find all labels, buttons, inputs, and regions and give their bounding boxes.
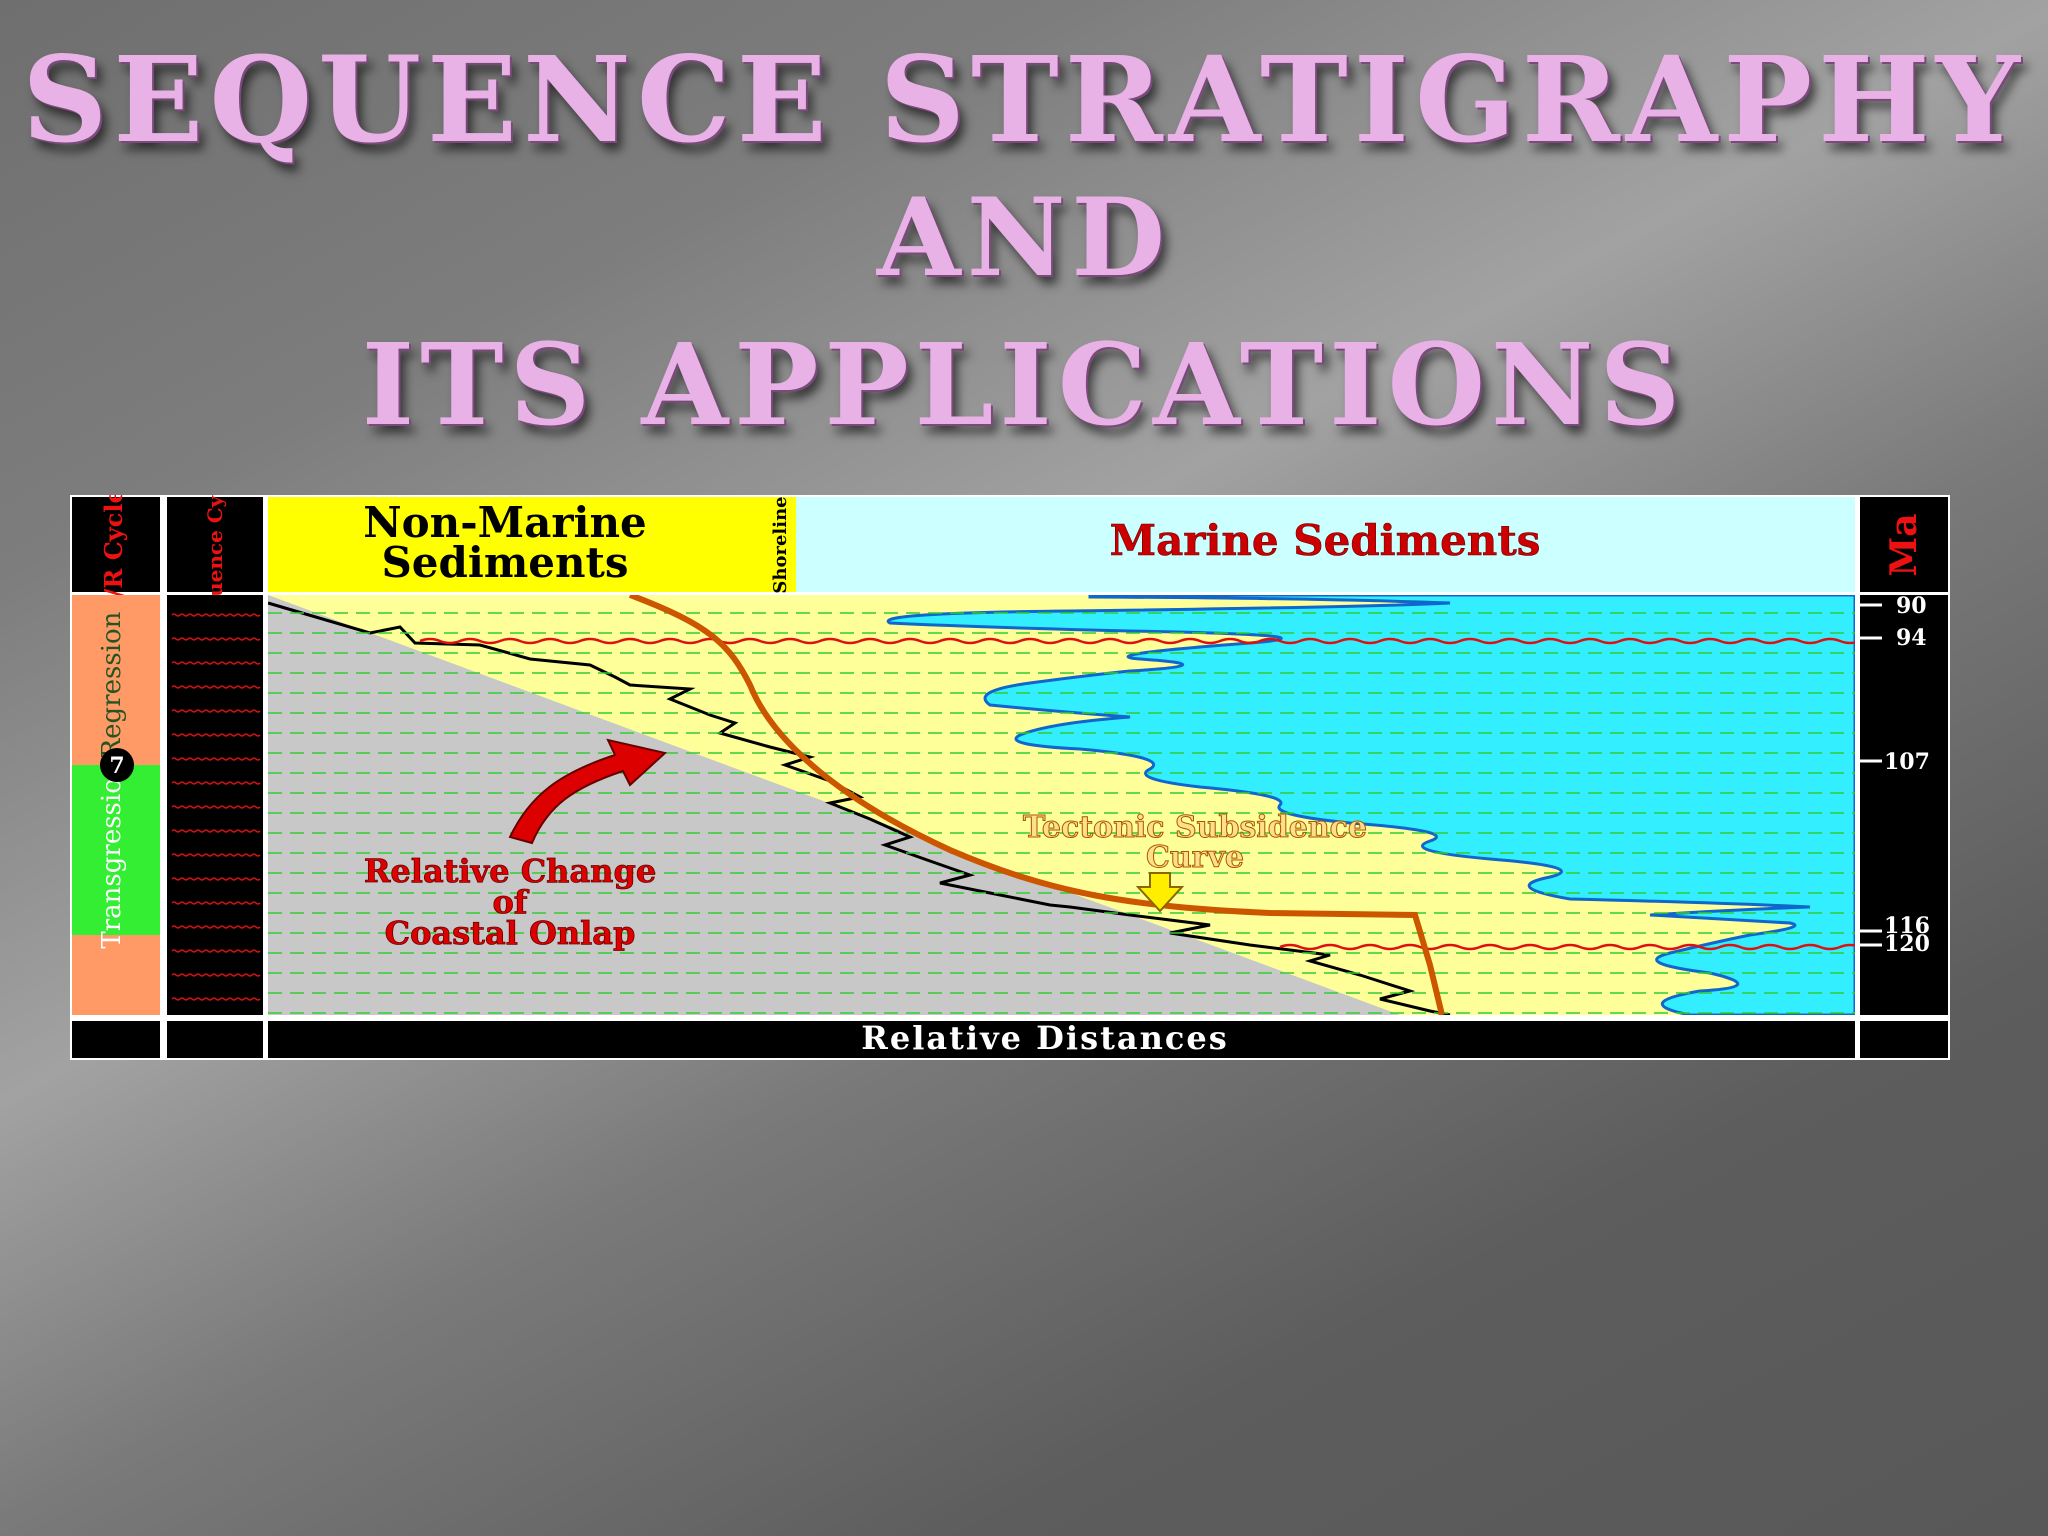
slide-title-line-2: AND bbox=[876, 175, 1172, 301]
ma-label: Ma bbox=[1883, 513, 1925, 576]
subsidence-annotation-line-1: Tectonic Subsidence bbox=[1023, 810, 1367, 845]
ma-tick-94: 94 bbox=[1860, 625, 1927, 651]
onlap-annotation-line-2: of bbox=[492, 883, 529, 921]
cycle-number: 7 bbox=[109, 753, 124, 779]
sequence-boundary-marks bbox=[171, 613, 261, 1001]
ma-tick-label: 90 bbox=[1896, 593, 1927, 619]
sequence-boundary-mark bbox=[171, 949, 261, 953]
sequence-boundary-mark bbox=[171, 757, 261, 761]
sequence-boundary-mark bbox=[171, 829, 261, 833]
non-marine-label-2: Sediments bbox=[381, 538, 628, 587]
onlap-annotation-line-1: Relative Change bbox=[364, 852, 656, 890]
sequence-boundary-mark bbox=[171, 877, 261, 881]
ma-tick-120: 120 bbox=[1860, 931, 1930, 957]
onlap-arrow bbox=[508, 738, 668, 845]
sequence-cycles-column bbox=[167, 595, 263, 1015]
footer-bar bbox=[268, 1021, 1855, 1058]
footer-cell-seq bbox=[167, 1021, 263, 1058]
cycle-number-badge bbox=[100, 748, 134, 782]
onlap-annotation-line-3: Coastal Onlap bbox=[385, 914, 636, 952]
sequence-stratigraphy-diagram: T/R Cycles Sequence Cycles Non-Marine Se… bbox=[70, 495, 1950, 1060]
unconformity-lower bbox=[1279, 943, 1855, 951]
relative-distances-label: Relative Distances bbox=[861, 1019, 1228, 1057]
sequence-boundary-mark bbox=[171, 997, 261, 1001]
ma-tick-107: 107 bbox=[1860, 749, 1930, 775]
sequence-boundary-mark bbox=[171, 925, 261, 929]
transgression-band bbox=[72, 765, 160, 935]
sequence-boundary-mark bbox=[171, 709, 261, 713]
tr-cycles-header bbox=[72, 497, 160, 592]
ma-header bbox=[1860, 497, 1948, 592]
footer-cell-ma bbox=[1860, 1021, 1948, 1058]
sequence-boundary-mark bbox=[171, 805, 261, 809]
sequence-boundary-mark bbox=[171, 853, 261, 857]
sequence-boundary-mark bbox=[171, 973, 261, 977]
sequence-cycles-header bbox=[167, 497, 263, 592]
ma-tick-116: 116 bbox=[1860, 913, 1930, 939]
non-marine-label-1: Non-Marine bbox=[363, 498, 646, 547]
sequence-boundary-mark bbox=[171, 661, 261, 665]
slide-title-line-3: ITS APPLICATIONS bbox=[361, 320, 1687, 451]
ma-tick-label: 107 bbox=[1884, 749, 1930, 775]
marine-sediments-label: Marine Sediments bbox=[1110, 516, 1541, 565]
coastal-onlap-front bbox=[268, 601, 1451, 1015]
sequence-boundary-mark bbox=[171, 733, 261, 737]
slide-title-line-1: SEQUENCE STRATIGRAPHY bbox=[22, 30, 2026, 169]
subsidence-arrow bbox=[1135, 872, 1185, 913]
sequence-boundary-mark bbox=[171, 781, 261, 785]
sequence-boundary-mark bbox=[171, 685, 261, 689]
transgression-label: Transgression bbox=[97, 761, 127, 948]
sequence-boundary-mark bbox=[171, 901, 261, 905]
cross-section-plot bbox=[268, 595, 1855, 1015]
sequence-boundary-mark bbox=[171, 613, 261, 617]
subsidence-annotation-line-2: Curve bbox=[1146, 840, 1244, 875]
regression-label: Regression bbox=[97, 611, 127, 758]
ma-tick-label: 116 bbox=[1884, 913, 1930, 939]
ma-tick-90: 90 bbox=[1860, 593, 1927, 619]
unconformity-upper bbox=[419, 637, 1855, 645]
regression-band bbox=[72, 595, 160, 765]
shoreline-label: Shoreline bbox=[770, 496, 791, 593]
chronostratigraphic-lines bbox=[268, 612, 1855, 1014]
marine-header bbox=[796, 497, 1855, 592]
footer-cell-tr bbox=[72, 1021, 160, 1058]
non-marine-header bbox=[268, 497, 762, 592]
sequence-boundary-mark bbox=[171, 637, 261, 641]
shoreline-header bbox=[762, 497, 796, 592]
ma-tick-label: 120 bbox=[1884, 931, 1930, 957]
ma-tick-label: 94 bbox=[1896, 625, 1927, 651]
regression-band-lower bbox=[72, 935, 160, 1015]
deep-marine-area bbox=[886, 595, 1855, 1015]
